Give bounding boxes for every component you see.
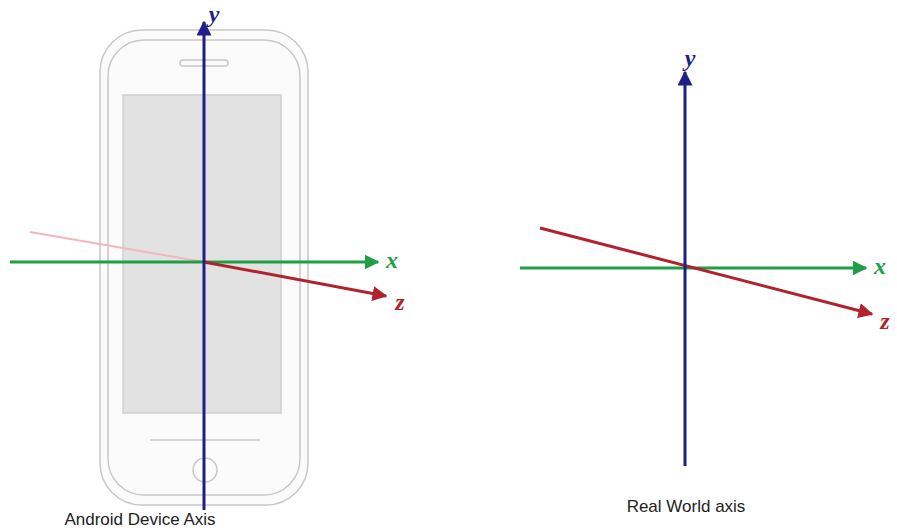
axis-label: z — [880, 309, 889, 333]
z-axis-back — [30, 232, 204, 262]
x-axis — [10, 261, 378, 264]
caption-text: Android Device Axis — [64, 511, 215, 528]
axis-label: x — [874, 254, 886, 278]
axis-label: y — [209, 2, 220, 26]
axis-label: z — [395, 290, 404, 314]
z-axis — [540, 228, 872, 314]
z-axis — [204, 262, 386, 296]
y-axis — [684, 72, 687, 466]
axis-label: x — [386, 248, 398, 272]
y-axis — [203, 22, 206, 510]
axis-label: y — [685, 46, 696, 70]
caption-text: Real World axis — [627, 498, 746, 515]
